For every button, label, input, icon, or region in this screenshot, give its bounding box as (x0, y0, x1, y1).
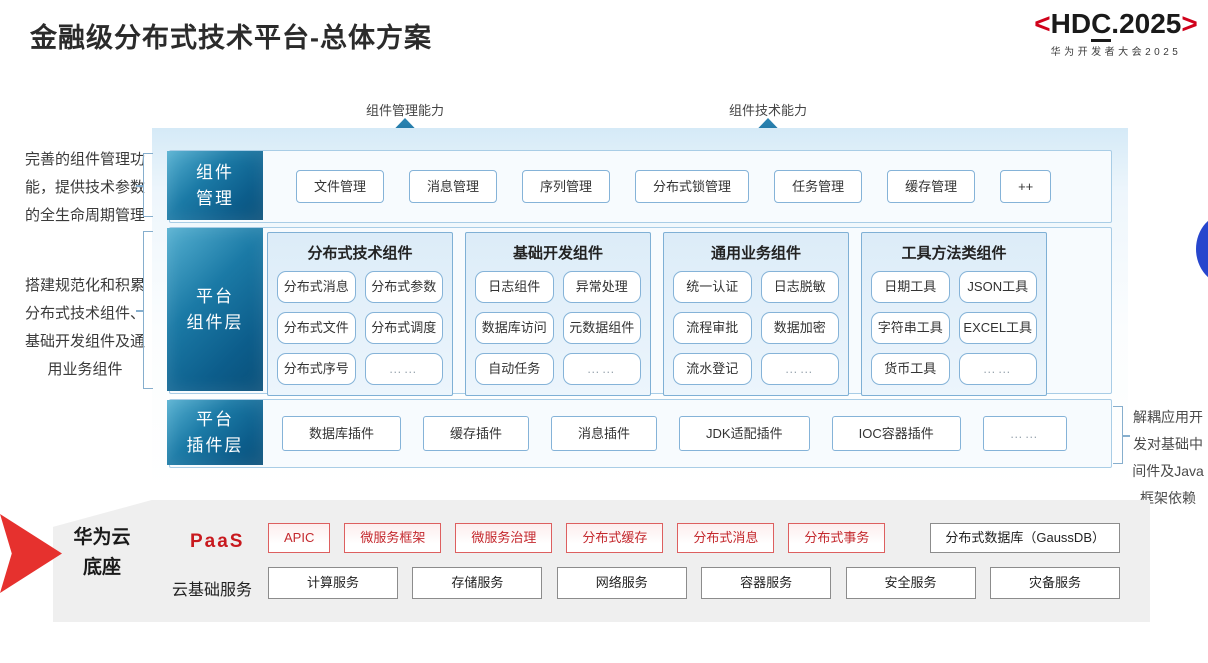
component-chip: 货币工具 (871, 353, 950, 385)
blue-circle-decoration (1196, 213, 1208, 285)
paas-services-row: APIC 微服务框架微服务治理分布式缓存分布式消息分布式事务 分布式数据库（Gaus… (268, 523, 1120, 553)
iaas-service-chip: 计算服务 (268, 567, 398, 599)
paas-service-chip: 分布式缓存 (566, 523, 664, 553)
component-chip: 异常处理 (562, 271, 641, 303)
iaas-service-chip: 网络服务 (556, 567, 687, 599)
column-header: 通用业务组件 (710, 245, 801, 262)
column-items: 统一认证日志脱敏流程审批数据加密流水登记…… (673, 271, 839, 385)
component-chip: …… (562, 353, 641, 385)
capability-label-left: 组件管理能力 (365, 103, 444, 118)
component-chip: ++ (1000, 170, 1052, 203)
component-chip: 元数据组件 (562, 312, 641, 344)
component-chip: 文件管理 (296, 170, 385, 203)
component-chip: 流水登记 (673, 353, 752, 385)
column-basic-dev: 基础开发组件 日志组件异常处理数据库访问元数据组件自动任务…… (465, 232, 651, 396)
red-arrow-icon (0, 514, 62, 593)
layer-label-line: 管理 (196, 188, 234, 208)
hdc-logo-subtitle: 华为开发者大会2025 (1050, 47, 1182, 58)
component-chip: EXCEL工具 (958, 312, 1037, 344)
left-note-platform-components: 搭建规范化和积累分布式技术组件、基础开发组件及通用业务组件 (24, 277, 145, 378)
plugin-chip: IOC容器插件 (831, 416, 961, 451)
paas-service-chip: 微服务框架 (344, 523, 442, 553)
paas-label: PaaS (190, 531, 245, 552)
logo-left-bracket: < (1034, 8, 1051, 39)
left-note-component-management: 完善的组件管理功能，提供技术参数的全生命周期管理 (24, 151, 145, 224)
component-chip: 统一认证 (673, 271, 752, 303)
component-chip: …… (760, 353, 839, 385)
layer-label-platform-components: 平台 组件层 (167, 228, 263, 391)
plugin-chip: 消息插件 (551, 416, 658, 451)
hdc-logo: <HDC.2025> 华为开发者大会2025 (1024, 8, 1208, 58)
component-chip: 分布式锁管理 (635, 170, 750, 203)
huawei-cloud-label: 华为云 底座 (58, 523, 146, 583)
component-chip: 分布式参数 (364, 271, 443, 303)
column-items: 日志组件异常处理数据库访问元数据组件自动任务…… (475, 271, 641, 385)
paas-service-chip: 分布式事务 (788, 523, 886, 553)
component-chip: 序列管理 (522, 170, 611, 203)
huawei-cloud-foundation-band (53, 500, 1150, 622)
component-chip: 日志组件 (475, 271, 554, 303)
hdc-logo-text: <HDC.2025> (1024, 8, 1208, 42)
component-chip: 分布式序号 (277, 353, 356, 385)
plugin-chip: …… (982, 416, 1067, 451)
column-distributed-tech: 分布式技术组件 分布式消息分布式参数分布式文件分布式调度分布式序号…… (267, 232, 453, 396)
layer-label-platform-plugins: 平台 插件层 (167, 400, 263, 465)
bracket-row2 (136, 231, 153, 389)
component-chip: 字符串工具 (871, 312, 950, 344)
column-header: 工具方法类组件 (901, 245, 1007, 262)
iaas-service-chip: 安全服务 (845, 567, 976, 599)
huawei-cloud-label-line: 底座 (82, 557, 121, 578)
component-chip: JSON工具 (958, 271, 1037, 303)
column-common-business: 通用业务组件 统一认证日志脱敏流程审批数据加密流水登记…… (663, 232, 849, 396)
component-chip: …… (364, 353, 443, 385)
component-chip: 日期工具 (871, 271, 950, 303)
logo-right-bracket: > (1181, 8, 1198, 39)
column-header: 基础开发组件 (512, 245, 603, 262)
component-management-items: 文件管理消息管理序列管理分布式锁管理任务管理缓存管理 ++ (296, 170, 1052, 203)
layer-label-line: 平台 (196, 286, 234, 306)
column-header: 分布式技术组件 (307, 245, 413, 262)
component-chip: 分布式调度 (364, 312, 443, 344)
paas-db-chip: 分布式数据库（GaussDB） (930, 523, 1120, 553)
iaas-service-chip: 存储服务 (412, 567, 543, 599)
component-chip: 数据库访问 (475, 312, 554, 344)
layer-label-component-management: 组件 管理 (167, 151, 263, 220)
plugin-chip: JDK适配插件 (679, 416, 810, 451)
component-chip: 缓存管理 (887, 170, 976, 203)
plugin-chip: 数据库插件 (282, 416, 402, 451)
huawei-cloud-label-line: 华为云 (73, 527, 131, 548)
capability-label-right: 组件技术能力 (728, 103, 807, 118)
paas-service-chip: APIC (268, 523, 331, 553)
component-chip: …… (958, 353, 1037, 385)
component-chip: 自动任务 (475, 353, 554, 385)
component-chip: 分布式文件 (277, 312, 356, 344)
layer-label-line: 插件层 (186, 435, 244, 455)
paas-service-chip: 微服务治理 (455, 523, 553, 553)
iaas-service-chip: 灾备服务 (989, 567, 1120, 599)
component-chip: 分布式消息 (277, 271, 356, 303)
component-chip: 流程审批 (673, 312, 752, 344)
layer-label-line: 组件层 (186, 312, 244, 332)
component-chip: 消息管理 (409, 170, 498, 203)
platform-component-columns: 分布式技术组件 分布式消息分布式参数分布式文件分布式调度分布式序号…… 基础开发… (267, 232, 1047, 396)
page-title: 金融级分布式技术平台-总体方案 (30, 23, 432, 53)
iaas-service-chip: 容器服务 (701, 567, 832, 599)
component-chip: 数据加密 (760, 312, 839, 344)
layer-label-line: 组件 (196, 162, 234, 182)
column-items: 分布式消息分布式参数分布式文件分布式调度分布式序号…… (277, 271, 443, 385)
cloud-basic-services-label: 云基础服务 (172, 582, 253, 599)
right-note-decoupling: 解耦应用开发对基础中间件及Java框架依赖 (1132, 409, 1204, 506)
bracket-row1 (136, 153, 153, 217)
layer-label-line: 平台 (196, 409, 234, 429)
iaas-services-row: 计算服务存储服务网络服务容器服务安全服务灾备服务 (268, 567, 1120, 599)
platform-plugin-items: 数据库插件缓存插件消息插件 JDK适配插件 IOC容器插件 …… (282, 416, 1067, 451)
component-chip: 任务管理 (774, 170, 863, 203)
paas-service-chip: 分布式消息 (677, 523, 775, 553)
plugin-chip: 缓存插件 (423, 416, 530, 451)
bracket-row3 (1113, 406, 1130, 464)
component-chip: 日志脱敏 (760, 271, 839, 303)
